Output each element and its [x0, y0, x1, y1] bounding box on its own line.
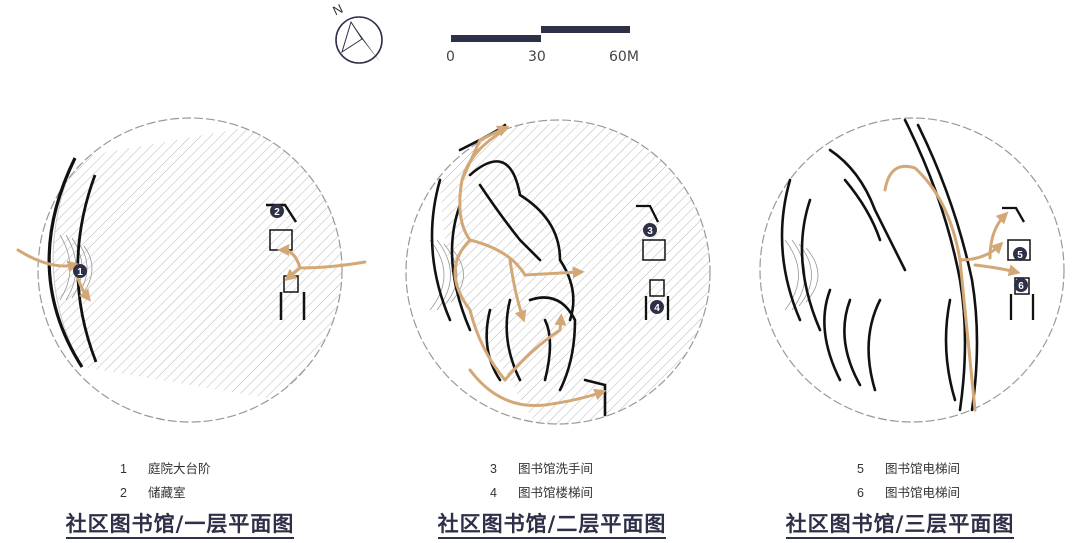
svg-text:5: 5 — [1017, 250, 1023, 261]
legend-name: 图书馆洗手间 — [518, 462, 594, 476]
plan-1-floor: 1 2 — [16, 117, 367, 423]
marker-2: 2 — [270, 204, 284, 218]
legend-item-2: 2 储藏室 — [120, 482, 186, 501]
plan-title-1: 社区图书馆/一层平面图 — [0, 508, 360, 539]
legend-item-1: 1 庭院大台阶 — [120, 458, 211, 477]
svg-text:1: 1 — [77, 267, 83, 278]
plan-3-floor: 5 6 — [759, 117, 1065, 423]
marker-6: 6 — [1014, 278, 1028, 292]
plan-title-text: 社区图书馆/一层平面图 — [65, 512, 295, 539]
marker-4: 4 — [650, 300, 664, 314]
marker-5: 5 — [1013, 247, 1027, 261]
legend-name: 庭院大台阶 — [148, 462, 211, 476]
svg-text:3: 3 — [647, 226, 653, 237]
legend-number: 2 — [120, 486, 127, 500]
marker-1: 1 — [73, 264, 87, 278]
legend-item-6: 6 图书馆电梯间 — [857, 482, 960, 501]
plan-2-floor: 3 4 — [405, 119, 711, 425]
scale-label-30: 30 — [528, 49, 546, 65]
svg-text:4: 4 — [654, 303, 660, 314]
legend-item-4: 4 图书馆楼梯间 — [490, 482, 593, 501]
plan-title-2: 社区图书馆/二层平面图 — [372, 508, 732, 539]
legend-item-3: 3 图书馆洗手间 — [490, 458, 593, 477]
scale-bar — [451, 26, 630, 42]
plan-title-text: 社区图书馆/三层平面图 — [785, 512, 1015, 539]
legend-number: 4 — [490, 486, 497, 500]
scale-label-0: 0 — [446, 49, 455, 65]
legend-name: 储藏室 — [148, 486, 186, 500]
plan-title-text: 社区图书馆/二层平面图 — [437, 512, 667, 539]
legend-number: 3 — [490, 462, 497, 476]
svg-text:6: 6 — [1018, 281, 1024, 292]
legend-name: 图书馆电梯间 — [885, 462, 961, 476]
legend-number: 5 — [857, 462, 864, 476]
legend-name: 图书馆电梯间 — [885, 486, 961, 500]
scale-label-60: 60M — [609, 49, 639, 65]
legend-name: 图书馆楼梯间 — [518, 486, 594, 500]
svg-text:2: 2 — [274, 207, 280, 218]
legend-number: 1 — [120, 462, 127, 476]
marker-3: 3 — [643, 223, 657, 237]
legend-number: 6 — [857, 486, 864, 500]
plan-title-3: 社区图书馆/三层平面图 — [720, 508, 1080, 539]
legend-item-5: 5 图书馆电梯间 — [857, 458, 960, 477]
north-arrow-icon — [335, 16, 383, 64]
